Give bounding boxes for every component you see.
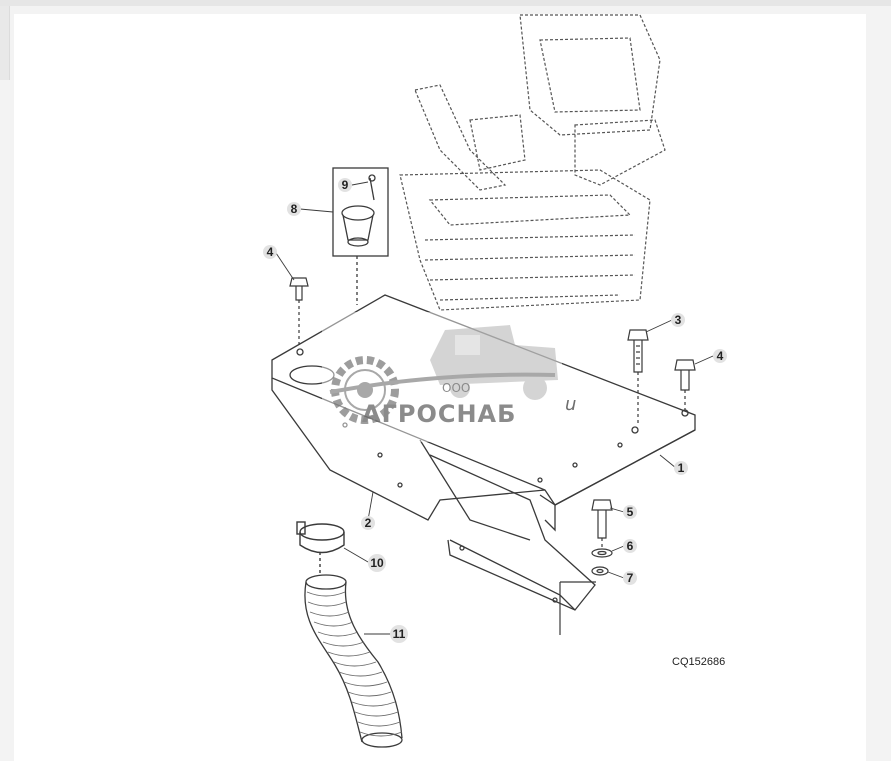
bolt-3	[627, 329, 649, 425]
flexible-hose	[304, 574, 403, 748]
svg-text:2: 2	[365, 516, 372, 530]
agrosnab-watermark-logo: ООО АГРОСНАБ u	[322, 312, 576, 442]
svg-text:1: 1	[678, 461, 685, 475]
washer-6	[591, 548, 613, 558]
bolt-4-left	[289, 277, 309, 345]
svg-text:9: 9	[342, 178, 349, 192]
svg-text:7: 7	[627, 571, 634, 585]
lockwasher-7	[559, 566, 609, 635]
svg-text:ООО: ООО	[442, 381, 470, 395]
diagram-sheet	[14, 14, 866, 761]
callout-2: 2	[361, 516, 375, 530]
bolt-5	[591, 499, 613, 550]
leader-lines	[275, 181, 714, 635]
svg-text:3: 3	[675, 313, 682, 327]
top-border	[0, 0, 891, 6]
figure-code: CQ152686	[672, 656, 726, 668]
svg-text:u: u	[565, 394, 576, 415]
callout-9: 9	[338, 178, 352, 192]
bolt-4-right	[674, 359, 696, 410]
hose-clamp	[296, 521, 345, 575]
svg-text:8: 8	[291, 202, 298, 216]
callout-8: 8	[287, 202, 301, 216]
svg-text:4: 4	[267, 245, 274, 259]
callout-6: 6	[623, 539, 637, 553]
callout-7: 7	[623, 571, 637, 585]
callout-5: 5	[623, 505, 637, 519]
svg-text:4: 4	[717, 349, 724, 363]
callout-11: 11	[390, 625, 408, 643]
svg-text:10: 10	[370, 556, 384, 570]
svg-text:АГРОСНАБ: АГРОСНАБ	[362, 400, 516, 428]
left-scroll-strip	[0, 6, 10, 80]
svg-text:5: 5	[627, 505, 634, 519]
svg-text:11: 11	[393, 627, 406, 641]
callout-3: 3	[671, 313, 685, 327]
seat-outline	[399, 14, 666, 311]
callout-1: 1	[674, 461, 688, 475]
callout-4-right: 4	[713, 349, 727, 363]
callout-10: 10	[368, 554, 386, 572]
gear-icon	[331, 356, 399, 424]
combine-harvester-icon	[430, 325, 558, 400]
seat-base-plate	[271, 294, 696, 611]
svg-text:6: 6	[627, 539, 634, 553]
callout-4-left: 4	[263, 245, 277, 259]
